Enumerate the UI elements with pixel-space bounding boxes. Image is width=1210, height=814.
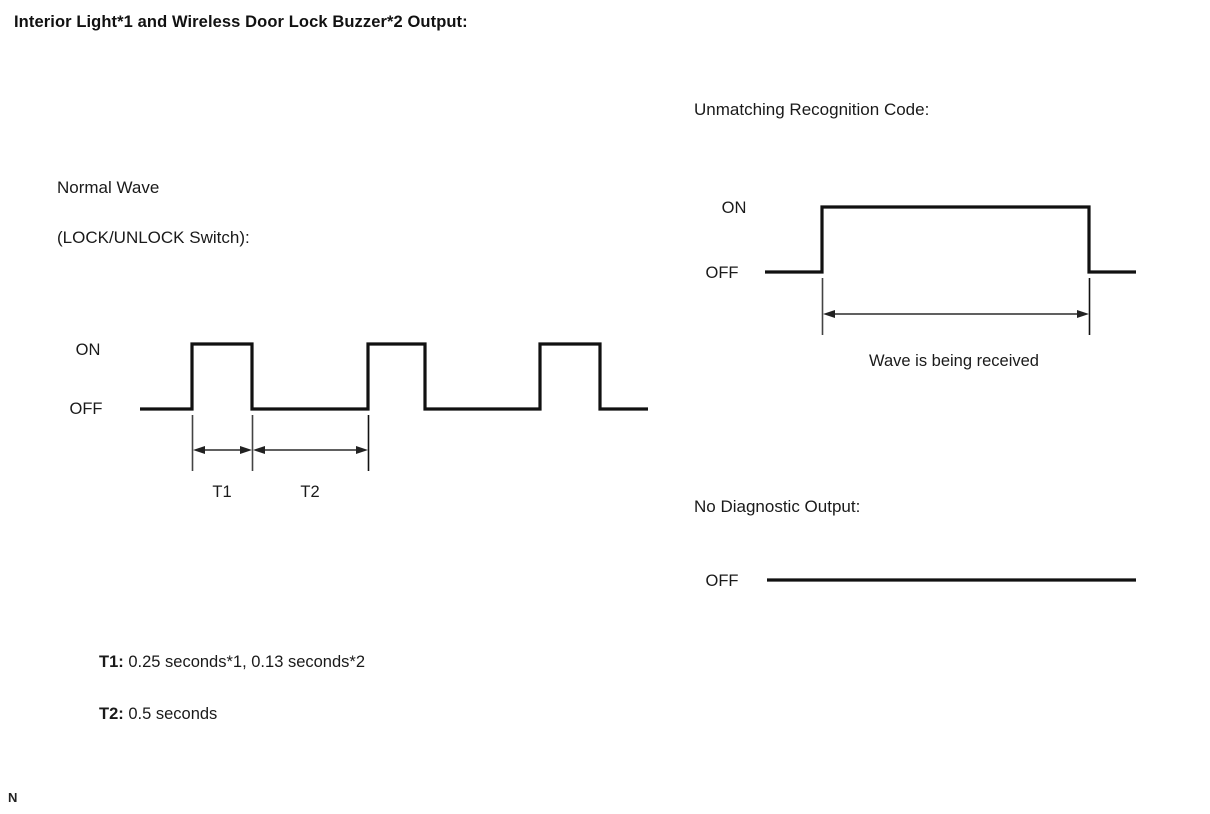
legend-t1-value: 0.25 seconds*1, 0.13 seconds*2 (123, 653, 366, 671)
wave-received-dimension-arrow (823, 310, 1089, 318)
legend-t1: T1: 0.25 seconds*1, 0.13 seconds*2 (99, 653, 365, 672)
unmatching-on-label: ON (722, 199, 747, 217)
legend-t1-lead: T1: (99, 653, 124, 671)
page-title: Interior Light*1 and Wireless Door Lock … (14, 13, 468, 31)
normal-wave-on-label: ON (76, 341, 101, 359)
unmatching-wave-trace (765, 205, 1136, 274)
normal-wave-trace (140, 342, 648, 411)
t1-dimension-label: T1 (212, 483, 231, 501)
wave-received-caption: Wave is being received (869, 352, 1039, 370)
legend-t2: T2: 0.5 seconds (99, 705, 217, 724)
no-diagnostic-off-label: OFF (706, 572, 739, 590)
unmatching-recognition-code-heading: Unmatching Recognition Code: (694, 100, 930, 119)
t2-dimension-arrow (253, 446, 368, 454)
legend-t2-value: 0.5 seconds (123, 705, 218, 723)
unmatching-off-label: OFF (706, 264, 739, 282)
no-diagnostic-output-heading: No Diagnostic Output: (694, 497, 861, 516)
no-diagnostic-output-chart: OFF (706, 572, 1136, 590)
normal-wave-chart: ON OFF T1 T2 (70, 341, 648, 501)
normal-wave-subheading: (LOCK/UNLOCK Switch): (57, 228, 250, 247)
normal-wave-off-label: OFF (70, 400, 103, 418)
normal-wave-heading: Normal Wave (57, 178, 160, 197)
unmatching-recognition-code-chart: ON OFF Wave is being received (706, 199, 1136, 370)
legend-t2-lead: T2: (99, 705, 124, 723)
corner-mark: N (8, 790, 18, 805)
t2-dimension-label: T2 (300, 483, 319, 501)
t1-dimension-arrow (193, 446, 252, 454)
